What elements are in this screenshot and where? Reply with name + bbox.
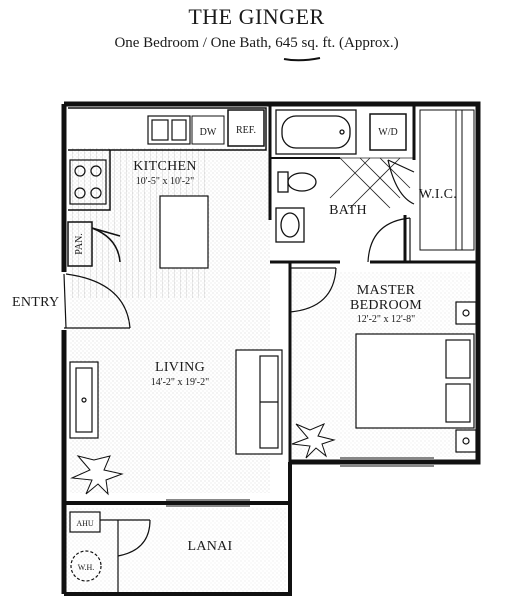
- refrigerator: [227, 109, 265, 147]
- sqft-underline: [283, 57, 321, 62]
- pantry-label: PAN.: [74, 233, 85, 255]
- nightstand-bottom: [455, 429, 477, 453]
- plan-subtitle: One Bedroom / One Bath, 645 sq. ft. (App…: [114, 35, 399, 51]
- water-heater-label: W.H.: [78, 563, 95, 572]
- bedroom-plant-icon: [291, 423, 336, 459]
- interior-walls: [268, 104, 478, 462]
- wic-shelving: [419, 109, 475, 251]
- media-console: [69, 361, 99, 439]
- dishwasher-label: DW: [200, 127, 217, 138]
- master-label-line2: BEDROOM: [350, 298, 422, 313]
- lanai-slider: [166, 499, 250, 507]
- water-heater: [70, 550, 102, 582]
- kitchen-counters: [68, 107, 267, 211]
- bedroom-window: [340, 457, 434, 467]
- washer-dryer-label: W/D: [378, 127, 397, 138]
- sofa: [235, 349, 283, 455]
- bed: [355, 333, 475, 429]
- pantry: [67, 221, 121, 267]
- kitchen-island: [159, 195, 209, 269]
- ahu-closet: [69, 511, 119, 594]
- master-dims: 12'-2" x 12'-8": [357, 314, 415, 325]
- master-label-line1: MASTER: [357, 283, 416, 298]
- kitchen-label: KITCHEN: [133, 159, 197, 174]
- entry-door: [63, 273, 131, 329]
- living-label: LIVING: [155, 360, 205, 375]
- bath-tile-floor: [270, 157, 414, 209]
- washer-dryer: [369, 113, 407, 151]
- kitchen-sink: [147, 115, 191, 145]
- lanai-label: LANAI: [187, 539, 232, 554]
- wic-label: W.I.C.: [419, 187, 457, 202]
- plan-title: THE GINGER: [188, 4, 325, 29]
- bathtub: [275, 109, 357, 155]
- ahu-label: AHU: [76, 519, 94, 528]
- stove: [69, 159, 107, 205]
- entry-label: ENTRY: [12, 295, 59, 310]
- living-plant-icon: [70, 455, 124, 496]
- bath-label: BATH: [329, 203, 367, 218]
- nightstand-top: [455, 301, 477, 325]
- lanai-door: [117, 519, 151, 557]
- bath-door: [367, 217, 411, 263]
- refrigerator-label: REF.: [236, 125, 256, 136]
- bedroom-door: [289, 267, 337, 313]
- wic-door: [387, 159, 415, 205]
- toilet: [277, 171, 317, 193]
- dishwasher: [191, 115, 225, 145]
- living-dims: 14'-2" x 19'-2": [151, 377, 209, 388]
- lanai-floor: [66, 508, 286, 592]
- kitchen-dims: 10'-5" x 10'-2": [136, 176, 194, 187]
- bath-sink: [275, 207, 305, 243]
